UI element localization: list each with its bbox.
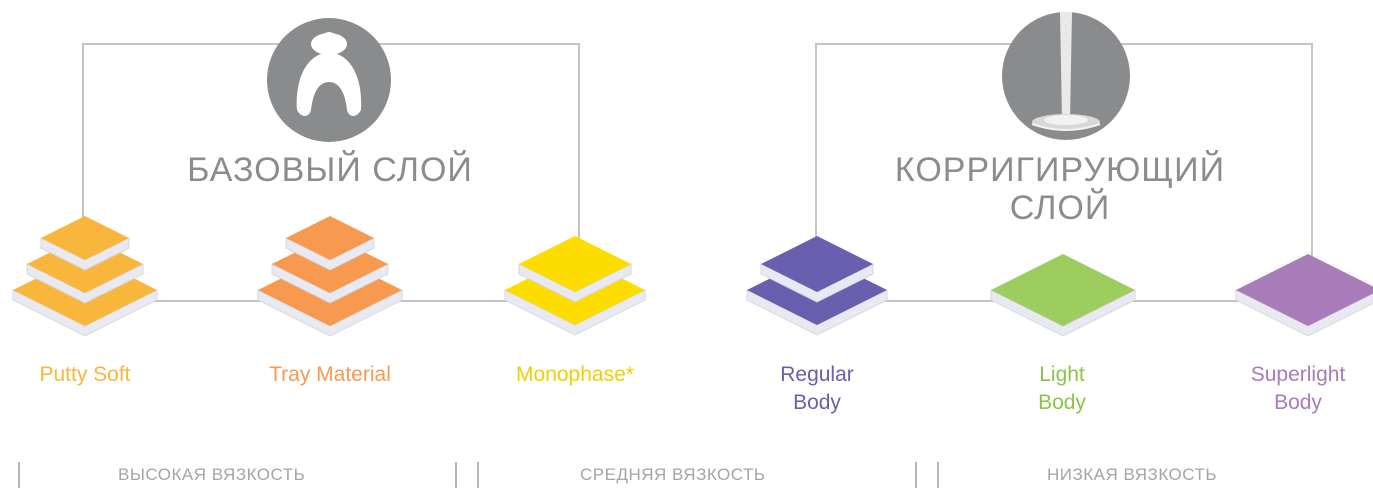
scale-tick [937,462,939,488]
material-label-putty-soft: Putty Soft [39,363,131,386]
material-stack-regular-body [746,236,888,336]
material-stack-superlight-body [1235,254,1373,337]
material-stack-putty-soft [12,216,158,337]
base-layer-title: БАЗОВЫЙ СЛОЙ [187,151,473,189]
viscosity-low-label: НИЗКАЯ ВЯЗКОСТЬ [1047,465,1218,484]
material-label-monophase: Monophase* [516,363,634,386]
viscosity-medium-label: СРЕДНЯЯ ВЯЗКОСТЬ [580,465,766,484]
material-layer [760,236,874,303]
scale-tick [18,462,20,488]
tray-icon [267,18,391,142]
material-label-tray-material: Tray Material [269,363,391,386]
scale-tick [915,462,917,488]
connector-line [1130,300,1240,302]
connector-line [400,300,510,302]
correcting-layer-title: КОРРИГИРУЮЩИЙ СЛОЙ [894,151,1226,227]
material-stack-monophase [504,236,646,336]
material-layer [40,216,130,271]
scale-tick [477,462,479,488]
viscosity-high-label: ВЫСОКАЯ ВЯЗКОСТЬ [118,465,306,484]
connector-line [885,300,995,302]
scale-tick [455,462,457,488]
material-layer [990,254,1136,337]
material-stack-light-body [990,254,1136,337]
material-stack-tray-material [257,216,403,337]
connector-line [150,300,270,302]
material-layer [285,216,375,271]
material-layer [518,236,632,303]
pour-icon [1002,12,1130,140]
material-layer [1235,254,1373,337]
